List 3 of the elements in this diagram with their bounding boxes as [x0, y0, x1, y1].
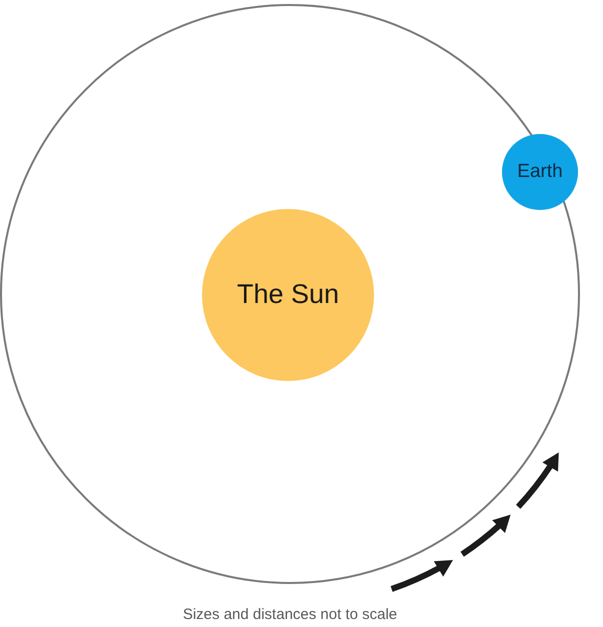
caption: Sizes and distances not to scale	[182, 606, 398, 625]
node-label: Earth	[517, 160, 563, 184]
node-label: The Sun	[236, 278, 340, 312]
